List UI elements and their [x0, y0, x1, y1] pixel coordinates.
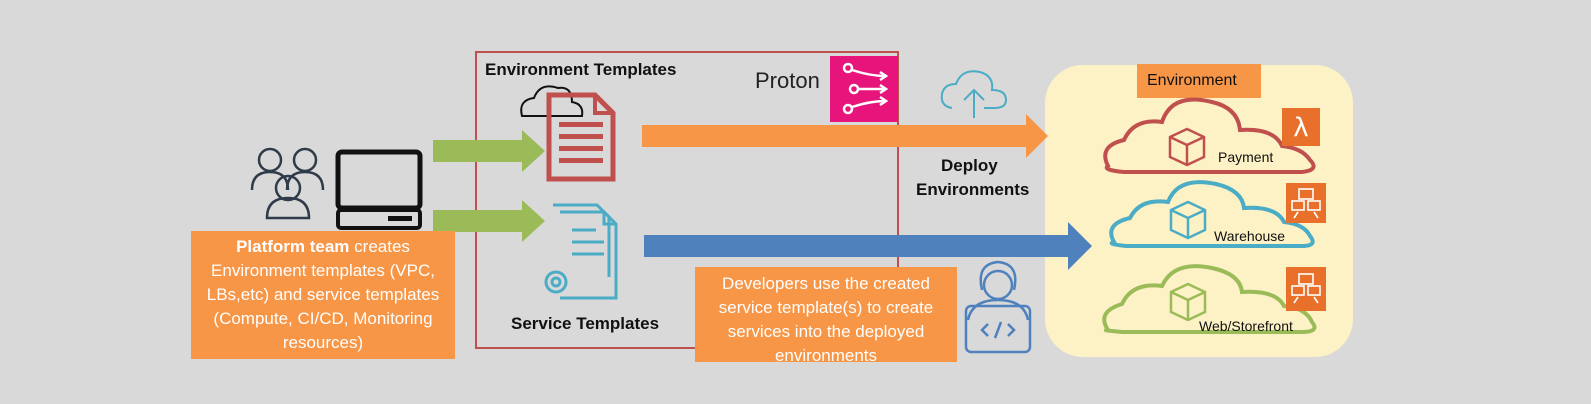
- environment-title: Environment: [1147, 72, 1237, 89]
- developer-box-bg: [695, 267, 957, 362]
- cloud-payment: λ: [1103, 97, 1320, 174]
- blue-service-arrow: [644, 222, 1092, 270]
- service-label-warehouse: Warehouse: [1214, 228, 1286, 244]
- cloud-upload-icon: [940, 70, 1008, 118]
- developer-box: Developers use the created service templ…: [718, 274, 934, 365]
- service-label-web-storefront: Web/Storefront: [1199, 318, 1293, 334]
- svg-text:λ: λ: [1293, 113, 1308, 143]
- platform-team-bold: Platform team: [236, 237, 350, 256]
- platform-team-box: Platform team creates Environment templa…: [195, 235, 451, 355]
- service-templates-title: Service Templates: [511, 314, 660, 333]
- deploy-label-line1: Deploy: [941, 156, 998, 175]
- deploy-label-line2: Environments: [916, 180, 1030, 199]
- service-label-payment: Payment: [1218, 149, 1274, 165]
- green-arrow-bottom: [433, 200, 545, 242]
- green-arrow-top: [433, 130, 545, 172]
- proton-logo-icon: [830, 56, 898, 122]
- proton-label: Proton: [755, 68, 820, 93]
- users-icon: [250, 147, 325, 220]
- service-template-icon: [544, 203, 618, 300]
- cloud-web-storefront: [1102, 264, 1326, 334]
- templates-panel-border: [475, 51, 899, 349]
- computer-icon: [335, 149, 423, 230]
- platform-box-bg: [191, 231, 455, 359]
- orange-deploy-arrow: [642, 114, 1048, 158]
- cloud-warehouse: [1109, 180, 1326, 248]
- developer-icon: [964, 260, 1032, 354]
- cloud-outline-icon: [520, 85, 584, 117]
- platform-team-text: creates Environment templates (VPC, LBs,…: [206, 237, 440, 352]
- environment-template-icon: [546, 92, 616, 182]
- environment-templates-title: Environment Templates: [485, 60, 677, 79]
- environment-title-badge: [1137, 64, 1261, 98]
